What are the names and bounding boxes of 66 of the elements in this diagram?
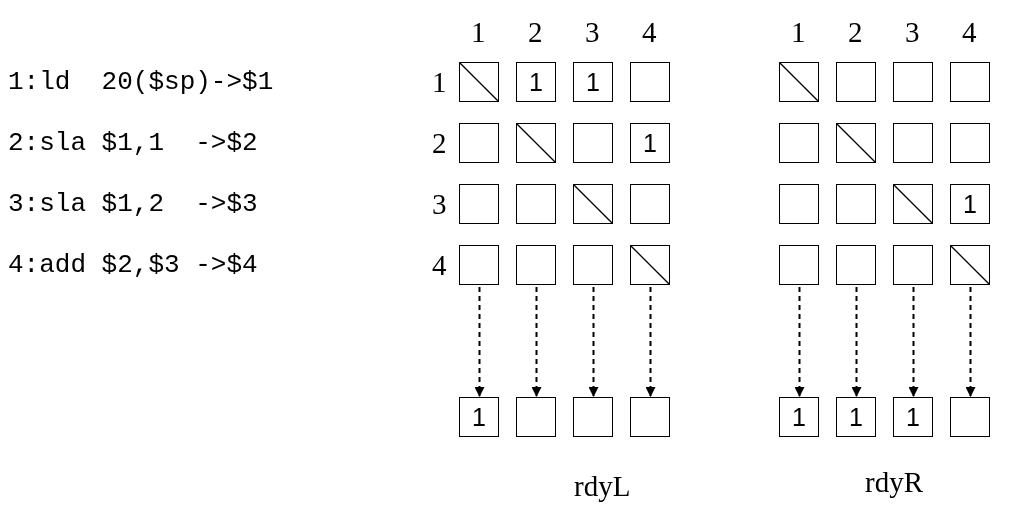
dashed-arrow <box>645 286 656 397</box>
matrix-cell <box>893 62 933 102</box>
dashed-arrow <box>851 286 862 397</box>
matrix-cell: 1 <box>459 397 499 437</box>
column-number: 1 <box>791 18 806 47</box>
dashed-arrow <box>474 286 485 397</box>
column-number: 2 <box>528 18 543 47</box>
matrix-cell <box>779 123 819 163</box>
dashed-arrow <box>588 286 599 397</box>
matrix-cell <box>893 123 933 163</box>
vector-name: rdyL <box>574 472 631 501</box>
diagonal-cell <box>630 245 670 285</box>
matrix-cell <box>459 184 499 224</box>
matrix-cell <box>516 397 556 437</box>
diagonal-cell <box>893 184 933 224</box>
matrix-cell: 1 <box>836 397 876 437</box>
column-number: 4 <box>962 18 977 47</box>
matrix-cell <box>573 245 613 285</box>
row-number: 4 <box>432 251 447 280</box>
matrix-cell <box>459 123 499 163</box>
matrix-cell <box>630 397 670 437</box>
diagonal-cell <box>459 62 499 102</box>
matrix-cell <box>630 62 670 102</box>
instruction-text: 1:ld 20($sp)->$1 <box>8 69 274 95</box>
dashed-arrow <box>965 286 976 397</box>
diagonal-cell <box>950 245 990 285</box>
matrix-cell <box>779 245 819 285</box>
instruction-text: 4:add $2,$3 ->$4 <box>8 252 258 278</box>
matrix-cell <box>836 62 876 102</box>
matrix-cell <box>573 397 613 437</box>
column-number: 4 <box>642 18 657 47</box>
diagonal-cell <box>516 123 556 163</box>
matrix-cell: 1 <box>893 397 933 437</box>
column-number: 3 <box>585 18 600 47</box>
vector-name: rdyR <box>865 468 923 497</box>
column-number: 1 <box>471 18 486 47</box>
matrix-cell <box>893 245 933 285</box>
matrix-cell <box>836 184 876 224</box>
dashed-arrow <box>794 286 805 397</box>
row-number: 1 <box>432 68 447 97</box>
dashed-arrow <box>531 286 542 397</box>
matrix-cell <box>516 184 556 224</box>
matrix-cell <box>573 123 613 163</box>
diagonal-cell <box>573 184 613 224</box>
matrix-cell <box>836 245 876 285</box>
row-number: 3 <box>432 190 447 219</box>
dashed-arrow <box>908 286 919 397</box>
column-number: 2 <box>848 18 863 47</box>
matrix-cell <box>516 245 556 285</box>
column-number: 3 <box>905 18 920 47</box>
matrix-cell: 1 <box>630 123 670 163</box>
diagonal-cell <box>836 123 876 163</box>
diagonal-cell <box>779 62 819 102</box>
matrix-cell <box>950 397 990 437</box>
matrix-cell: 1 <box>573 62 613 102</box>
matrix-cell <box>950 123 990 163</box>
matrix-cell: 1 <box>779 397 819 437</box>
matrix-cell <box>950 62 990 102</box>
matrix-cell <box>459 245 499 285</box>
instruction-text: 2:sla $1,1 ->$2 <box>8 130 258 156</box>
row-number: 2 <box>432 129 447 158</box>
instruction-text: 3:sla $1,2 ->$3 <box>8 191 258 217</box>
matrix-cell: 1 <box>950 184 990 224</box>
matrix-cell: 1 <box>516 62 556 102</box>
matrix-cell <box>630 184 670 224</box>
matrix-cell <box>779 184 819 224</box>
